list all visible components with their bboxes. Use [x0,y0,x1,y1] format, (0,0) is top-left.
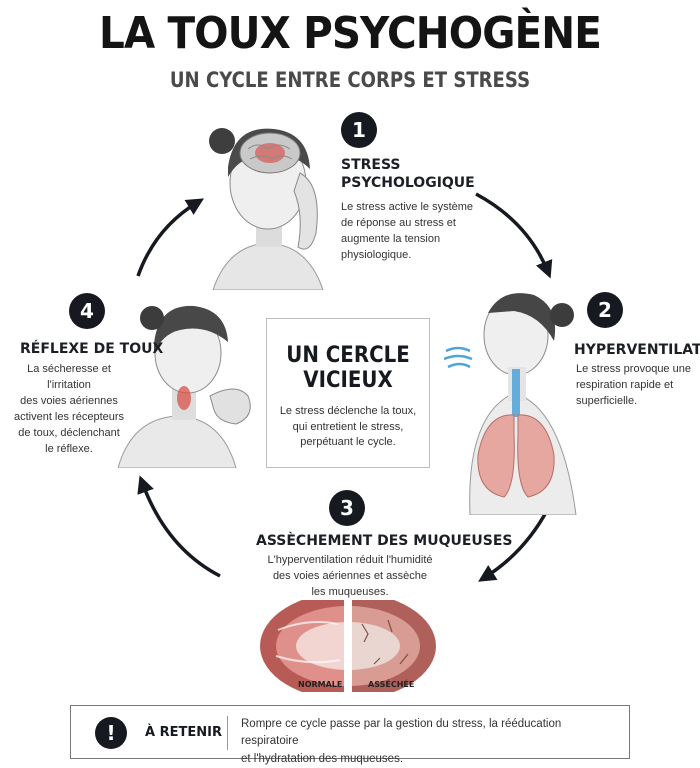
cycle-arrow-icon [136,198,204,277]
vicious-circle-description: Le stress déclenche la toux, qui entreti… [279,404,417,449]
breathing-woman-illustration [444,293,577,515]
key-takeaway-label: À RETENIR [145,725,222,740]
step-4-title: RÉFLEXE DE TOUX [20,341,164,357]
key-takeaway-box: ! À RETENIR Rompre ce cycle passe par la… [70,705,630,765]
step-1-badge: 1 [341,112,377,148]
cycle-arrow-icon [137,475,221,578]
cycle-arrow-icon [475,192,553,279]
breath-icon [444,346,473,369]
coughing-woman-illustration [118,305,251,468]
label-normal: NORMALE [298,680,343,689]
step-3-badge: 3 [329,490,365,526]
page-title: LA TOUX PSYCHOGÈNE [99,8,602,59]
key-takeaway-text: Rompre ce cycle passe par la gestion du … [241,718,562,765]
key-takeaway-divider [227,716,228,750]
exclamation-icon: ! [95,717,127,749]
brain-icon [239,132,301,174]
step-2-description: Le stress provoque une respiration rapid… [576,363,691,407]
airway-dry-section [352,600,436,692]
step-2-badge: 2 [587,292,623,328]
label-dry: ASSÉCHÉE [368,680,415,689]
vicious-circle-title: UN CERCLE VICIEUX [286,343,410,394]
step-2-title: HYPERVENTILATION [574,342,700,358]
airway-cross-section-icon [260,600,436,692]
step-1-description: Le stress active le système de réponse a… [341,201,474,261]
vicious-circle-box: UN CERCLE VICIEUX Le stress déclenche la… [266,318,430,468]
page-subtitle: UN CYCLE ENTRE CORPS ET STRESS [169,68,531,92]
airway-normal-section [260,600,344,692]
stressed-woman-illustration [209,128,324,290]
step-3-title: ASSÈCHEMENT DES MUQUEUSES [256,533,513,549]
step-3-description: L'hyperventilation réduit l'humidité des… [267,554,433,598]
lungs-icon [477,414,555,498]
step-4-badge: 4 [69,293,105,329]
step-4-description: La sécheresse et l'irritation des voies … [13,363,125,455]
step-1-title: STRESS PSYCHOLOGIQUE [341,157,475,192]
